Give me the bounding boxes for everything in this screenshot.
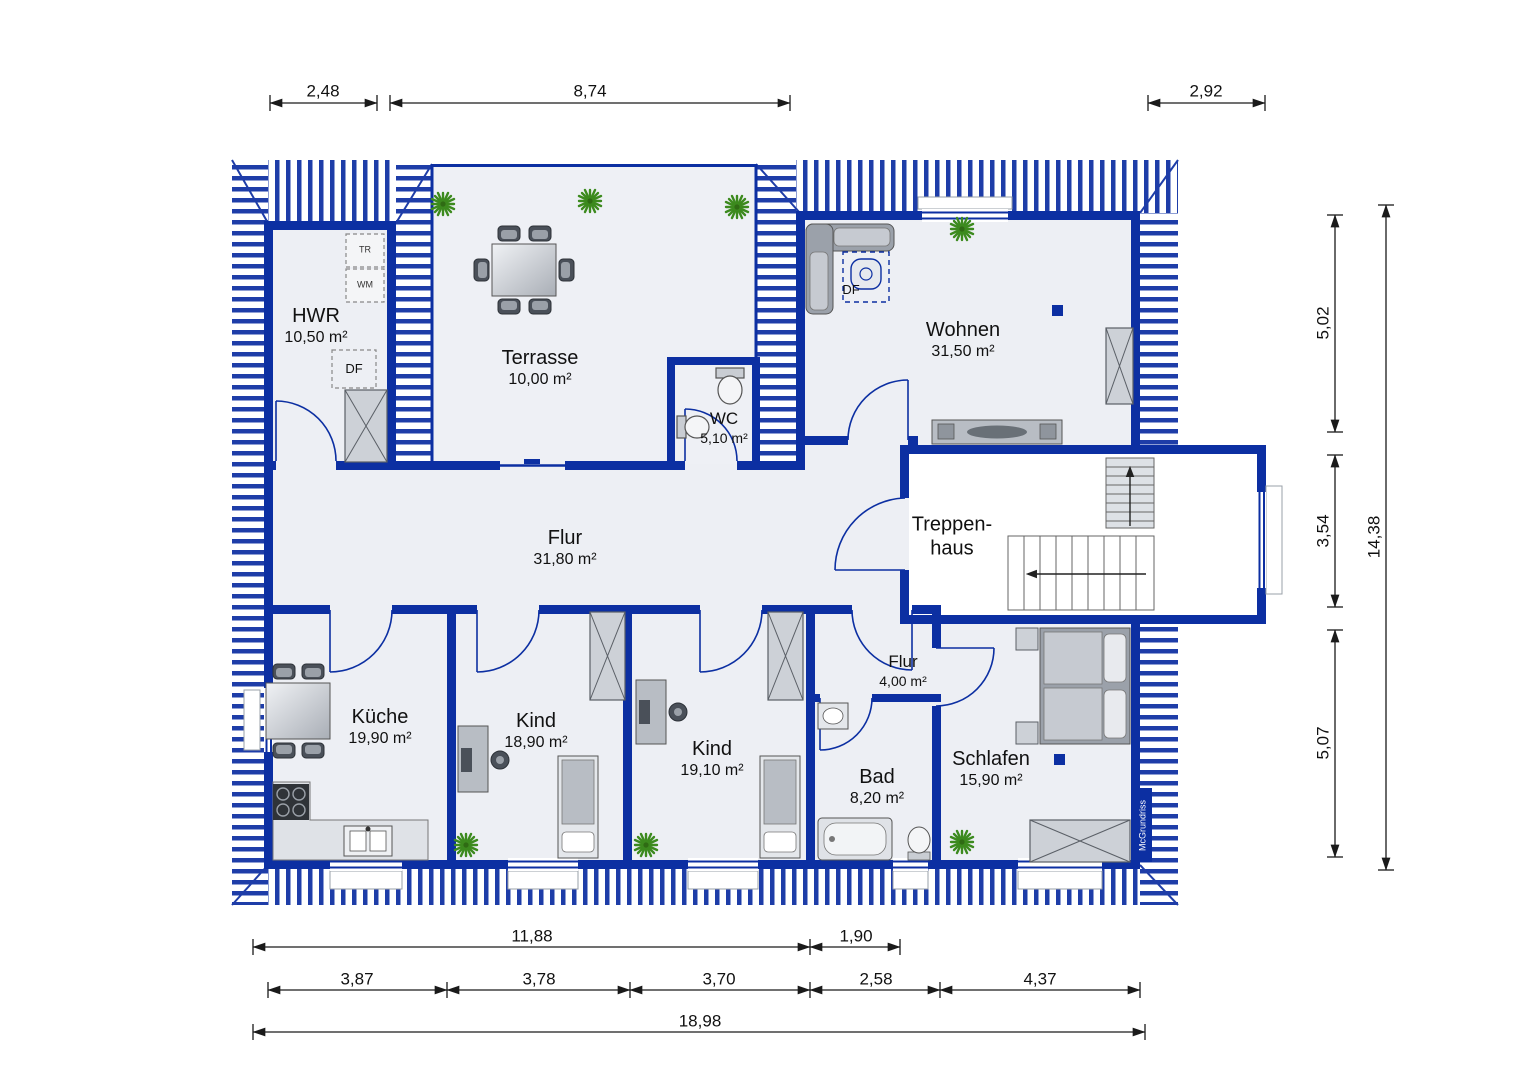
dim-bottom-row2-1: 3,87 — [340, 969, 374, 989]
room-area-kind2: 19,10 m² — [680, 762, 744, 780]
doors — [275, 379, 995, 751]
room-label-wohnen: Wohnen 31,50 m² — [926, 318, 1000, 362]
room-area-wc: 5,10 m² — [700, 429, 748, 446]
dim-top-3: 2,92 — [1189, 81, 1223, 101]
dim-top-2: 8,74 — [573, 81, 607, 101]
floor-areas — [268, 164, 1266, 869]
room-area-flur: 31,80 m² — [533, 551, 597, 569]
dim-right-total: 14,38 — [1364, 515, 1384, 559]
room-name-kind2: Kind — [691, 738, 733, 761]
dim-right-3: 5,07 — [1313, 726, 1333, 760]
label-dryer-tr: TR — [359, 244, 371, 255]
room-label-kind2: Kind 19,10 m² — [680, 737, 743, 781]
room-label-hwr: HWR 10,50 m² — [284, 304, 347, 348]
room-name-wohnen: Wohnen — [925, 319, 1001, 342]
kind2-furniture — [635, 611, 804, 859]
room-name-flur: Flur — [547, 527, 583, 550]
room-name-flur2: Flur — [888, 652, 918, 672]
room-name-treppenhaus-1: Treppen- — [911, 513, 993, 536]
stairs — [1007, 457, 1155, 611]
room-area-flur2: 4,00 m² — [879, 672, 927, 689]
dim-bottom-row2-4: 2,58 — [859, 969, 893, 989]
dim-bottom-row1-2: 1,90 — [839, 926, 873, 946]
room-name-terrasse: Terrasse — [501, 347, 579, 370]
room-name-treppenhaus-2: haus — [930, 538, 974, 560]
room-area-schlafen: 15,90 m² — [959, 772, 1023, 790]
bad-fixtures — [817, 702, 931, 861]
label-roofwindow-df-hwr: DF — [345, 361, 363, 377]
hwr-fixtures — [331, 233, 388, 463]
room-name-schlafen: Schlafen — [952, 748, 1030, 771]
schlafen-furniture — [1015, 627, 1131, 863]
room-label-flur: Flur 31,80 m² — [533, 526, 596, 570]
dim-bottom-total: 18,98 — [678, 1011, 722, 1031]
room-name-wc: WC — [709, 409, 739, 429]
room-name-kueche: Küche — [351, 706, 409, 729]
room-name-bad: Bad — [859, 766, 895, 789]
terrace-border — [430, 164, 758, 463]
dim-top-1: 2,48 — [306, 81, 340, 101]
dim-bottom-row2-3: 3,70 — [702, 969, 736, 989]
room-area-hwr: 10,50 m² — [284, 329, 348, 347]
terrace-furniture — [473, 225, 575, 315]
room-label-bad: Bad 8,20 m² — [850, 765, 904, 809]
dim-bottom-row1-1: 11,88 — [511, 926, 553, 946]
room-label-wc: WC 5,10 m² — [700, 409, 747, 447]
wohnen-furniture — [805, 223, 1134, 445]
wc-fixtures — [676, 367, 745, 439]
dimension-lines — [252, 95, 1394, 1040]
room-label-flur2: Flur 4,00 m² — [879, 652, 926, 690]
room-label-treppenhaus: Treppen- haus — [912, 513, 992, 562]
label-washer-wm: WM — [357, 279, 373, 290]
kind1-furniture — [457, 611, 626, 859]
room-area-wohnen: 31,50 m² — [931, 343, 995, 361]
watermark-mcgrundriss: McGrundriss — [1133, 788, 1152, 862]
dim-bottom-row2-5: 4,37 — [1023, 969, 1057, 989]
room-area-kind1: 18,90 m² — [504, 734, 568, 752]
room-label-kueche: Küche 19,90 m² — [348, 705, 411, 749]
dim-right-1: 5,02 — [1313, 306, 1333, 340]
room-area-kueche: 19,90 m² — [348, 730, 412, 748]
room-name-hwr: HWR — [292, 305, 340, 328]
kitchen-furniture — [265, 663, 429, 861]
room-label-terrasse: Terrasse 10,00 m² — [502, 346, 579, 390]
room-area-bad: 8,20 m² — [849, 790, 905, 808]
label-roofwindow-df-wohnen: DF — [842, 282, 860, 298]
dim-right-2: 3,54 — [1313, 514, 1333, 548]
walls — [264, 211, 1266, 869]
room-label-kind1: Kind 18,90 m² — [504, 709, 567, 753]
dim-bottom-row2-2: 3,78 — [522, 969, 556, 989]
room-name-kind1: Kind — [515, 710, 557, 733]
room-label-schlafen: Schlafen 15,90 m² — [952, 747, 1030, 791]
room-area-terrasse: 10,00 m² — [508, 371, 572, 389]
